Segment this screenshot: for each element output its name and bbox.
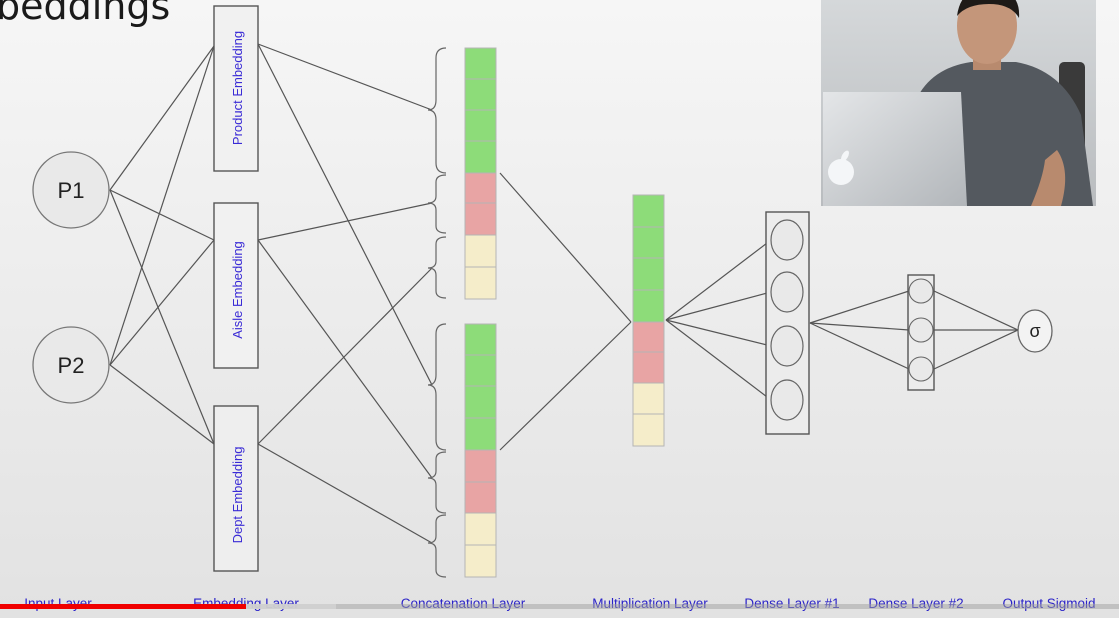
input-node-p2-label: P2 (58, 353, 85, 378)
concat-vector-1 (464, 47, 497, 300)
output-sigmoid-node: σ (1017, 309, 1053, 353)
aisle-embedding-box: Aisle Embedding (213, 202, 259, 369)
concat-braces (427, 47, 447, 578)
dept-embedding-label: Dept Embedding (230, 447, 245, 544)
input-node-p2: P2 (32, 326, 110, 404)
video-progress-bar[interactable] (0, 604, 1119, 609)
aisle-embedding-label: Aisle Embedding (230, 241, 245, 339)
product-embedding-label: Product Embedding (230, 31, 245, 145)
dense-layer-2 (907, 274, 935, 391)
concat-vector-2 (464, 323, 497, 578)
dept-embedding-box: Dept Embedding (213, 405, 259, 572)
presenter-webcam (821, 0, 1096, 206)
output-sigmoid-label: σ (1029, 321, 1040, 341)
video-played-fill (0, 604, 247, 609)
dense-layer-1 (765, 211, 810, 435)
multiplication-vector (632, 194, 665, 447)
presenter-image (821, 0, 1096, 206)
slide-title: beddings (0, 0, 171, 28)
input-node-p1: P1 (32, 151, 110, 229)
input-node-p1-label: P1 (58, 178, 85, 203)
product-embedding-box: Product Embedding (213, 5, 259, 172)
connection-lines (109, 43, 1019, 544)
